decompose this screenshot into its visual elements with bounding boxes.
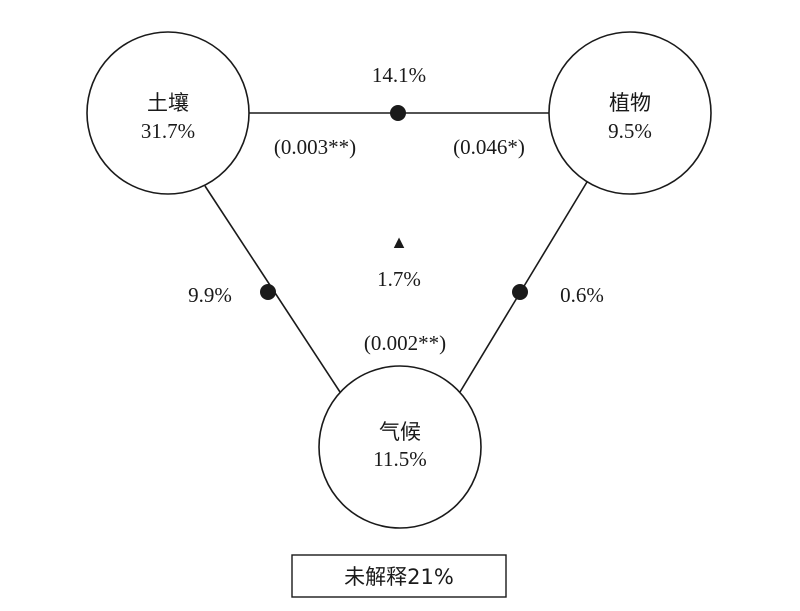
- node-soil-name: 土壤: [147, 91, 189, 115]
- center-p: (0.002**): [364, 331, 446, 355]
- node-soil-circle: [86, 31, 250, 195]
- node-climate-value: 11.5%: [373, 447, 426, 471]
- node-plant-circle: [548, 31, 712, 195]
- edge-soil-climate-value: 9.9%: [188, 283, 232, 307]
- edge-dot-soil-plant: [390, 105, 406, 121]
- node-plant: 植物 9.5%: [548, 31, 712, 195]
- node-climate-circle: [318, 365, 482, 529]
- node-soil-value: 31.7%: [141, 119, 195, 143]
- node-soil: 土壤 31.7%: [86, 31, 250, 195]
- unexplained-box-frame: [291, 554, 507, 598]
- center-triangle-icon: ▲: [390, 232, 408, 252]
- unexplained-label: 未解释21%: [344, 565, 454, 589]
- edge-soil-plant-p-left: (0.003**): [274, 135, 356, 159]
- node-climate: 气候 11.5%: [318, 365, 482, 529]
- edge-soil-plant-value: 14.1%: [372, 63, 426, 87]
- edge-soil-plant-p-right: (0.046*): [453, 135, 525, 159]
- node-plant-name: 植物: [609, 91, 651, 115]
- node-plant-value: 9.5%: [608, 119, 652, 143]
- edge-dot-plant-climate: [512, 284, 528, 300]
- edge-plant-climate-value: 0.6%: [560, 283, 604, 307]
- unexplained-box: 未解释21%: [291, 554, 507, 598]
- node-climate-name: 气候: [379, 420, 421, 444]
- edge-dot-soil-climate: [260, 284, 276, 300]
- center-value: 1.7%: [377, 267, 421, 291]
